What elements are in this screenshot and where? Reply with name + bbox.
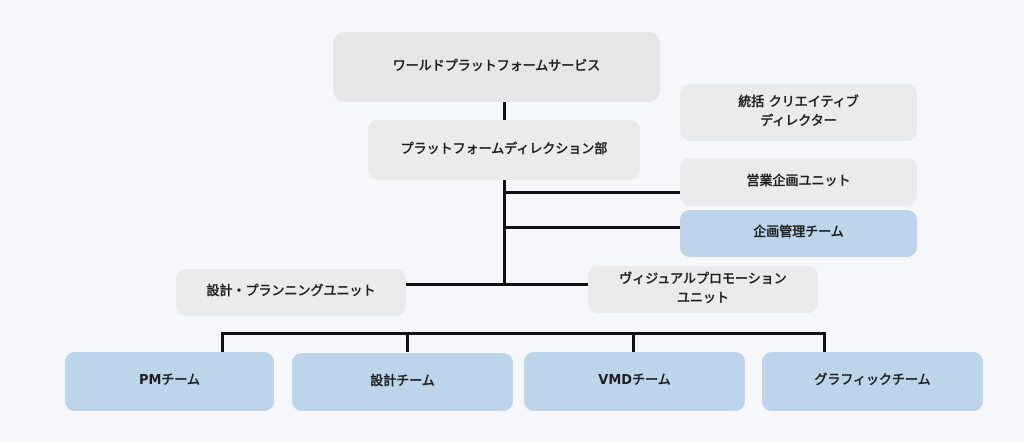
- connector-drop-graphic: [823, 332, 826, 352]
- node-design-planning-unit: 設計・プランニングユニット: [176, 269, 406, 316]
- connector-department-trunk: [503, 180, 506, 286]
- node-label: プラットフォームディレクション部: [400, 141, 608, 157]
- connector-to-sales-unit: [505, 191, 680, 194]
- node-visual-promotion-unit: ヴィジュアルプロモーション ユニット: [588, 266, 818, 313]
- node-sales-planning-unit: 営業企画ユニット: [680, 158, 917, 206]
- node-label: ヴィジュアルプロモーション ユニット: [619, 271, 787, 306]
- node-label: ワールドプラットフォームサービス: [392, 58, 601, 74]
- node-pm-team: PMチーム: [65, 352, 274, 411]
- connector-drop-design: [406, 332, 409, 352]
- node-label: VMDチーム: [598, 373, 671, 389]
- node-label: グラフィックチーム: [814, 373, 931, 389]
- node-design-team: 設計チーム: [292, 353, 513, 411]
- node-creative-director: 統括 クリエイティブ ディレクター: [680, 84, 917, 141]
- connector-units-horizontal: [406, 283, 588, 286]
- connector-teams-bus: [221, 332, 826, 335]
- connector-to-planning-team: [505, 226, 680, 229]
- node-label: 設計チーム: [370, 373, 435, 389]
- node-label: PMチーム: [138, 373, 201, 389]
- node-graphic-team: グラフィックチーム: [762, 352, 983, 411]
- node-label: 営業企画ユニット: [746, 173, 851, 189]
- node-planning-management-team: 企画管理チーム: [680, 210, 917, 257]
- node-label: 企画管理チーム: [753, 225, 844, 241]
- node-vmd-team: VMDチーム: [524, 352, 745, 411]
- node-label: 設計・プランニングユニット: [206, 284, 376, 300]
- connector-drop-vmd: [632, 332, 635, 352]
- node-world-platform-service: ワールドプラットフォームサービス: [333, 32, 660, 102]
- connector-top-to-department: [503, 102, 506, 120]
- connector-drop-pm: [221, 332, 224, 352]
- node-platform-direction-dept: プラットフォームディレクション部: [368, 120, 640, 180]
- node-label: 統括 クリエイティブ ディレクター: [738, 94, 859, 129]
